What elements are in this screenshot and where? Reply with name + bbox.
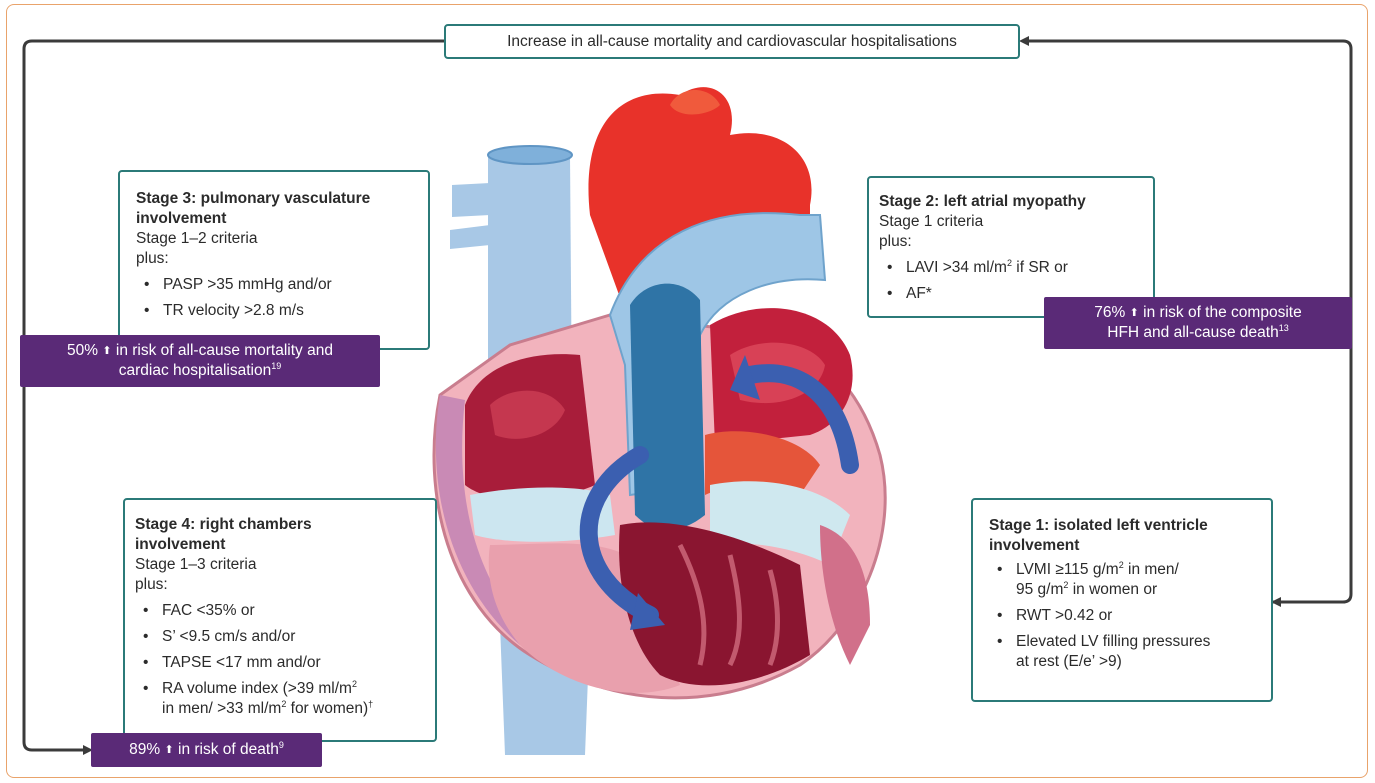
- stage2-criteria: Stage 1 criteria: [879, 212, 1143, 232]
- list-item: •S’ <9.5 cm/s and/or: [135, 627, 425, 647]
- stage3-plus: plus:: [136, 249, 412, 269]
- list-item: •TR velocity >2.8 m/s: [136, 301, 412, 321]
- stage1-list: •LVMI ≥115 g/m2 in men/95 g/m2 in women …: [989, 560, 1255, 672]
- list-item: •FAC <35% or: [135, 601, 425, 621]
- list-item: •PASP >35 mmHg and/or: [136, 275, 412, 295]
- stage3-risk-badge: 50% ⬆ in risk of all-cause mortality and…: [20, 335, 380, 387]
- top-outcome-box: Increase in all-cause mortality and card…: [444, 24, 1020, 59]
- list-item: •TAPSE <17 mm and/or: [135, 653, 425, 673]
- list-item: •LVMI ≥115 g/m2 in men/95 g/m2 in women …: [989, 560, 1255, 600]
- stage4-list: •FAC <35% or •S’ <9.5 cm/s and/or •TAPSE…: [135, 601, 425, 719]
- stage4-criteria: Stage 1–3 criteria: [135, 555, 425, 575]
- ascending-aorta: [630, 284, 705, 530]
- stage2-risk-badge: 76% ⬆ in risk of the composite HFH and a…: [1044, 297, 1352, 349]
- list-item: •LAVI >34 ml/m2 if SR or: [879, 258, 1143, 278]
- stage4-risk-badge: 89% ⬆ in risk of death9: [91, 733, 322, 767]
- heart-illustration: [380, 65, 910, 755]
- arrow-up-icon: ⬆: [1130, 307, 1139, 319]
- stage2-plus: plus:: [879, 232, 1143, 252]
- arrow-up-icon: ⬆: [164, 744, 173, 756]
- stage2-title: Stage 2: left atrial myopathy: [879, 192, 1143, 212]
- stage3-criteria: Stage 1–2 criteria: [136, 229, 412, 249]
- stage3-list: •PASP >35 mmHg and/or •TR velocity >2.8 …: [136, 275, 412, 321]
- stage4-plus: plus:: [135, 575, 425, 595]
- arrow-up-icon: ⬆: [102, 345, 111, 357]
- top-outcome-text: Increase in all-cause mortality and card…: [507, 33, 957, 50]
- list-item: •RWT >0.42 or: [989, 606, 1255, 626]
